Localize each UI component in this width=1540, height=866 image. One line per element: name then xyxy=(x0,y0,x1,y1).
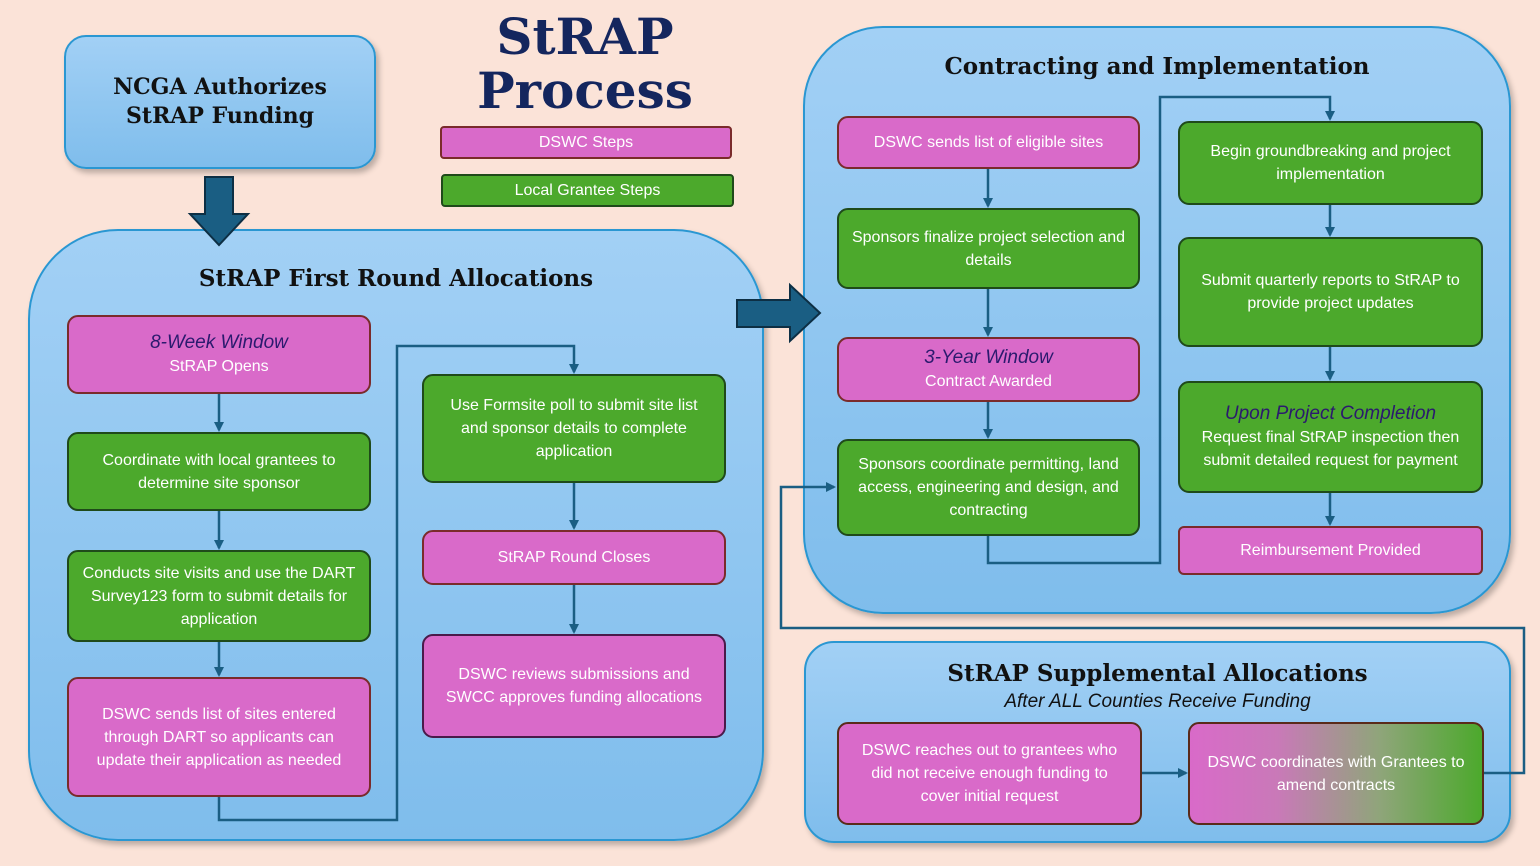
step-text: DSWC sends list of sites entered through… xyxy=(96,705,342,769)
step-project-completion: Upon Project Completion Request final St… xyxy=(1178,381,1483,493)
step-text: Coordinate with local grantees to determ… xyxy=(102,451,336,492)
step-coordinate-permitting: Sponsors coordinate permitting, land acc… xyxy=(837,439,1140,536)
step-8-week-window: 8-Week Window StRAP Opens xyxy=(67,315,371,394)
step-text: StRAP Opens xyxy=(169,358,269,375)
page-title: StRAP Process xyxy=(440,10,730,118)
step-formsite-poll: Use Formsite poll to submit site list an… xyxy=(422,374,726,483)
title-line-1: StRAP xyxy=(496,7,674,66)
step-quarterly-reports: Submit quarterly reports to StRAP to pro… xyxy=(1178,237,1483,347)
step-text: Request final StRAP inspection then subm… xyxy=(1201,429,1460,469)
supplemental-title: StRAP Supplemental Allocations xyxy=(947,660,1368,687)
step-round-closes: StRAP Round Closes xyxy=(422,530,726,585)
ncga-line-1: NCGA Authorizes xyxy=(113,74,327,100)
legend-dswc-steps: DSWC Steps xyxy=(440,126,732,159)
step-reimbursement: Reimbursement Provided xyxy=(1178,526,1483,575)
legend-grantee-label: Local Grantee Steps xyxy=(514,182,661,199)
supplemental-subtitle: After ALL Counties Receive Funding xyxy=(1004,691,1311,712)
step-amend-contracts: DSWC coordinates with Grantees to amend … xyxy=(1188,722,1484,825)
step-heading: 3-Year Window xyxy=(924,347,1053,368)
step-site-visits: Conducts site visits and use the DART Su… xyxy=(67,550,371,642)
step-heading: 8-Week Window xyxy=(150,332,288,353)
step-text: DSWC reaches out to grantees who did not… xyxy=(861,742,1118,805)
step-text: Begin groundbreaking and project impleme… xyxy=(1210,143,1451,183)
contracting-title: Contracting and Implementation xyxy=(944,53,1370,80)
step-text: StRAP Round Closes xyxy=(497,549,651,566)
step-dswc-sends-list: DSWC sends list of sites entered through… xyxy=(67,677,371,797)
step-text: Submit quarterly reports to StRAP to pro… xyxy=(1201,272,1460,312)
step-reach-out-grantees: DSWC reaches out to grantees who did not… xyxy=(837,722,1142,825)
step-coordinate-grantees: Coordinate with local grantees to determ… xyxy=(67,432,371,511)
ncga-line-2: StRAP Funding xyxy=(126,103,314,129)
step-text: Sponsors coordinate permitting, land acc… xyxy=(858,456,1119,519)
title-line-2: Process xyxy=(477,61,693,120)
first-round-title: StRAP First Round Allocations xyxy=(198,265,594,292)
step-text: Sponsors finalize project selection and … xyxy=(851,228,1126,269)
step-text: DSWC sends list of eligible sites xyxy=(873,134,1104,151)
legend-dswc-label: DSWC Steps xyxy=(538,134,634,151)
step-text: Conducts site visits and use the DART Su… xyxy=(82,564,356,628)
step-text: Contract Awarded xyxy=(925,373,1052,390)
step-finalize-selection: Sponsors finalize project selection and … xyxy=(837,208,1140,289)
step-text: DSWC coordinates with Grantees to amend … xyxy=(1207,753,1465,794)
step-dswc-reviews: DSWC reviews submissions and SWCC approv… xyxy=(422,634,726,738)
step-3-year-window: 3-Year Window Contract Awarded xyxy=(837,337,1140,402)
legend-grantee-steps: Local Grantee Steps xyxy=(441,174,734,207)
step-groundbreaking: Begin groundbreaking and project impleme… xyxy=(1178,121,1483,205)
step-heading: Upon Project Completion xyxy=(1224,403,1437,424)
ncga-authorizes-box: NCGA Authorizes StRAP Funding xyxy=(64,35,376,169)
step-eligible-sites: DSWC sends list of eligible sites xyxy=(837,116,1140,169)
step-text: Use Formsite poll to submit site list an… xyxy=(450,397,698,460)
step-text: Reimbursement Provided xyxy=(1240,542,1421,559)
step-text: DSWC reviews submissions and SWCC approv… xyxy=(445,666,703,706)
